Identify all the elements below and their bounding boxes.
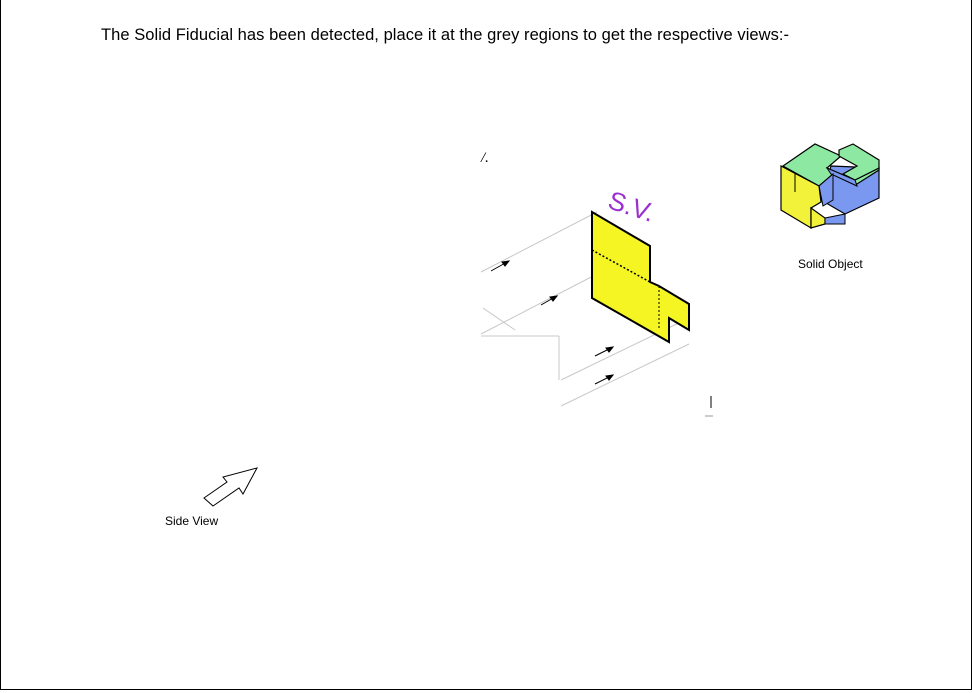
- arrow-up-right-icon: [203, 467, 258, 507]
- solid-object-image: [780, 143, 880, 230]
- solid-object-label: Solid Object: [798, 257, 863, 271]
- fragment-mark: /.: [480, 150, 489, 166]
- projection-rays: [480, 211, 690, 407]
- instruction-text: The Solid Fiducial has been detected, pl…: [101, 26, 790, 44]
- side-view-label-mark: S.V.: [605, 185, 659, 228]
- side-view-label: Side View: [165, 514, 219, 528]
- side-view-projection-image: /. S.V.: [480, 150, 713, 417]
- side-view-face: [591, 210, 690, 344]
- ray-arrows: [490, 260, 615, 385]
